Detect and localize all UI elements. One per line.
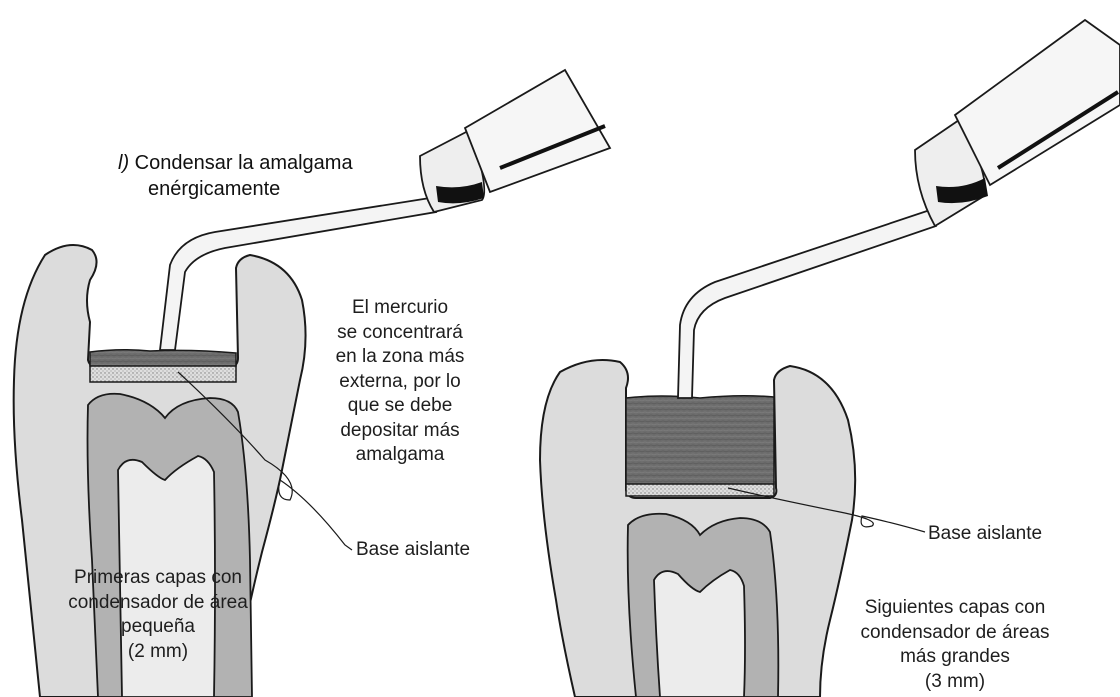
caption-right: Siguientes capas con condensador de área… — [850, 596, 1060, 694]
right-amalgam-fill — [626, 396, 774, 484]
step-title-line1: Condensar la amalgama — [135, 152, 353, 174]
mercury-note-line: El mercurio — [330, 296, 470, 321]
caption-right-line: Siguientes capas con — [850, 596, 1060, 621]
right-condenser-handle — [955, 20, 1120, 185]
step-title: l) Condensar la amalgama — [118, 150, 353, 176]
step-title-line2: enérgicamente — [148, 178, 280, 200]
caption-left: Primeras capas con condensador de área p… — [58, 566, 258, 664]
left-amalgam-layer — [90, 350, 236, 366]
base-label-left: Base aislante — [356, 538, 470, 563]
mercury-note-line: amalgama — [330, 443, 470, 468]
caption-left-line: Primeras capas con — [58, 566, 258, 591]
step-number: l) — [118, 152, 129, 174]
caption-left-line: (2 mm) — [58, 640, 258, 665]
right-condenser — [678, 20, 1120, 398]
mercury-note-line: depositar más — [330, 419, 470, 444]
caption-right-line: (3 mm) — [850, 670, 1060, 695]
caption-left-line: condensador de área — [58, 591, 258, 616]
mercury-note-line: externa, por lo — [330, 370, 470, 395]
caption-left-line: pequeña — [58, 615, 258, 640]
mercury-note-line: se concentrará — [330, 321, 470, 346]
mercury-note-line: en la zona más — [330, 345, 470, 370]
mercury-note: El mercurio se concentrará en la zona má… — [330, 296, 470, 468]
caption-right-line: más grandes — [850, 645, 1060, 670]
mercury-note-line: que se debe — [330, 394, 470, 419]
base-label-right: Base aislante — [928, 522, 1042, 547]
caption-right-line: condensador de áreas — [850, 621, 1060, 646]
step-title-line2-wrap: enérgicamente — [148, 176, 280, 202]
